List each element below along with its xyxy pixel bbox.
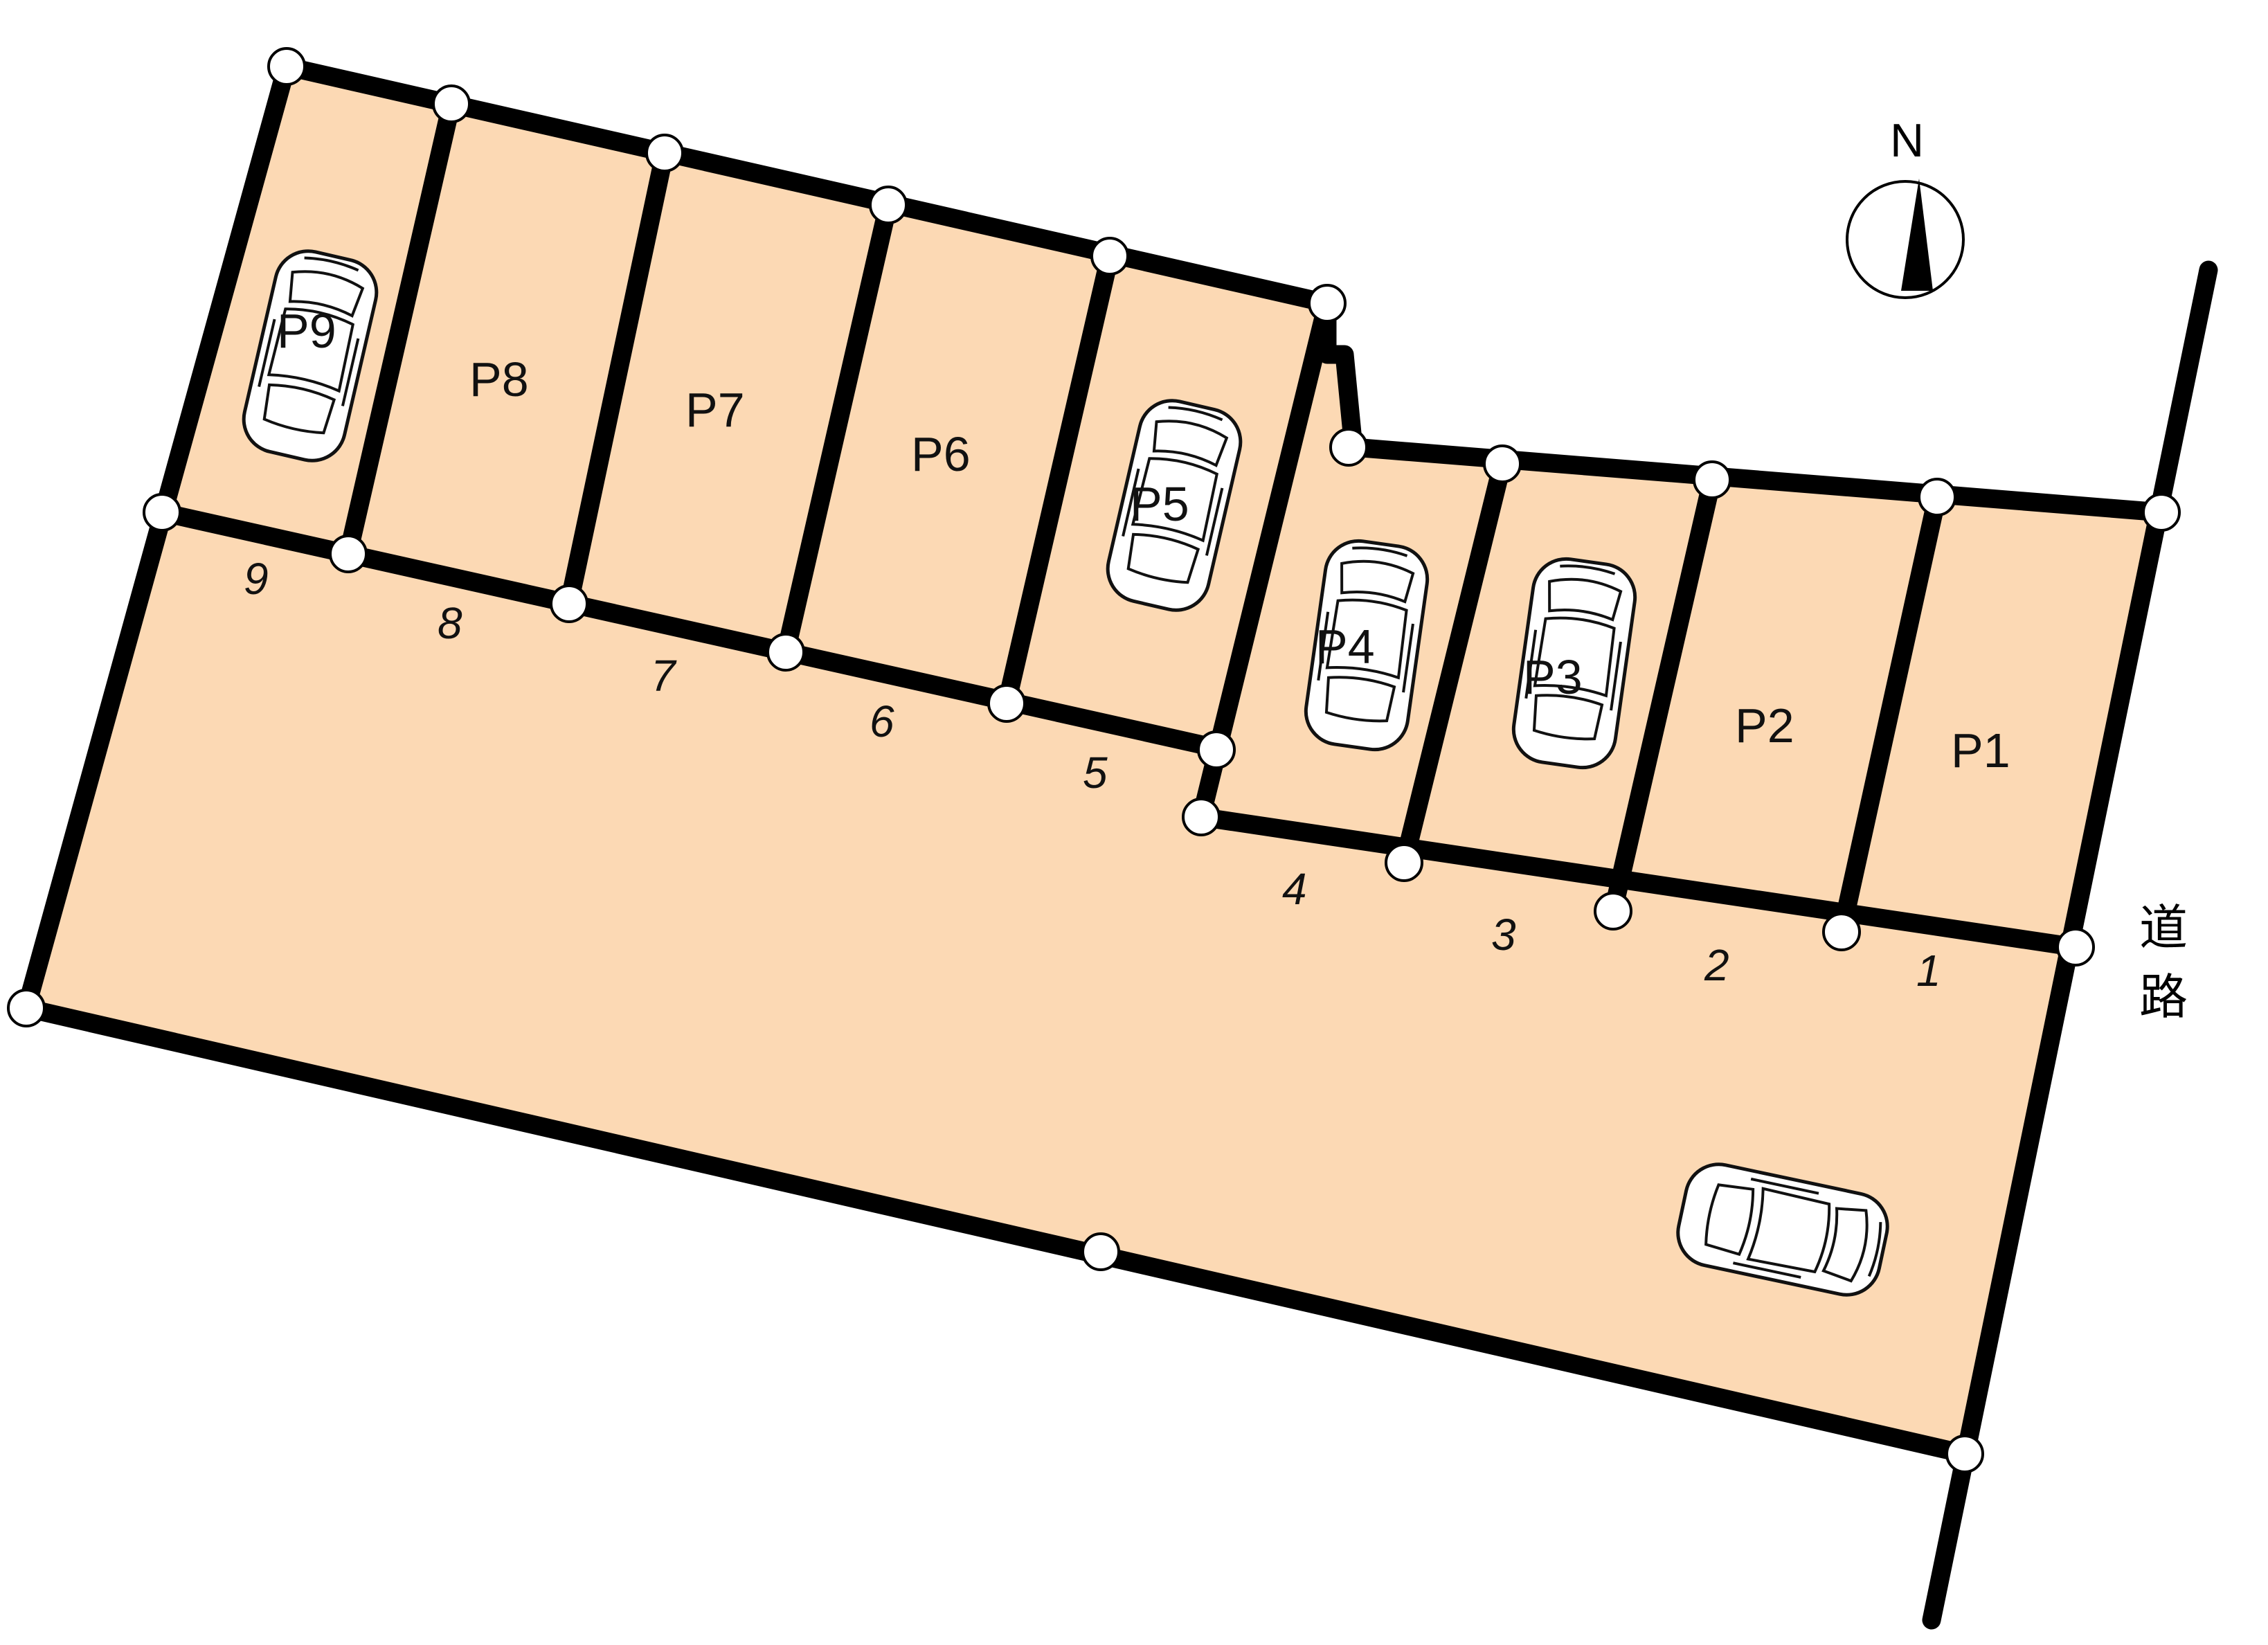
boundary-marker-icon [143, 493, 181, 532]
boundary-marker-icon [1081, 1232, 1120, 1271]
boundary-marker-icon [267, 47, 306, 86]
north-compass: N [1846, 114, 1965, 299]
boundary-markers [7, 47, 2181, 1473]
road-label-line2: 路 [2139, 969, 2188, 1025]
boundary-marker-icon [869, 186, 908, 224]
boundary-marker-icon [329, 534, 368, 573]
compass-label: N [1890, 114, 1924, 167]
space-number-6: 6 [870, 696, 894, 746]
space-label-p5: P5 [1130, 477, 1189, 531]
boundary-marker-icon [1329, 428, 1368, 467]
space-number-1: 1 [1916, 946, 1941, 996]
boundary-marker-icon [550, 584, 588, 623]
boundary-marker-icon [1182, 798, 1221, 836]
boundary-marker-icon [1693, 460, 1731, 499]
space-label-p6: P6 [911, 427, 971, 481]
space-number-8: 8 [438, 598, 462, 648]
space-number-9: 9 [244, 554, 269, 604]
lot-area [26, 66, 2161, 1454]
compass-circle [1846, 180, 1965, 299]
space-number-4: 4 [1282, 864, 1307, 914]
compass-arrow-icon [1901, 179, 1933, 291]
space-label-p7: P7 [685, 383, 745, 437]
boundary-marker-icon [1594, 892, 1632, 931]
boundary-marker-icon [1822, 913, 1861, 951]
space-number-7: 7 [651, 651, 677, 701]
boundary-marker-icon [7, 989, 46, 1027]
boundary-marker-icon [987, 684, 1026, 723]
space-label-p8: P8 [469, 352, 529, 406]
space-number-3: 3 [1491, 910, 1516, 960]
space-label-p2: P2 [1735, 699, 1794, 753]
space-number-5: 5 [1083, 748, 1108, 798]
space-label-p3: P3 [1523, 650, 1583, 704]
boundary-marker-icon [766, 633, 805, 672]
space-label-p1: P1 [1951, 723, 2010, 777]
lower-stall-lines [1191, 454, 2085, 957]
space-number-2: 2 [1704, 940, 1729, 990]
space-label-p4: P4 [1315, 620, 1375, 674]
boundary-marker-icon [1197, 730, 1236, 769]
space-label-p9: P9 [277, 304, 336, 358]
boundary-marker-icon [645, 134, 684, 172]
boundary-marker-icon [1945, 1435, 1984, 1473]
boundary-marker-icon [1090, 237, 1129, 276]
boundary-marker-icon [1918, 478, 1956, 516]
boundary-marker-icon [1483, 444, 1522, 483]
boundary-marker-icon [1385, 843, 1423, 882]
boundary-marker-icon [2056, 928, 2095, 967]
road-label-line1: 道 [2139, 899, 2188, 956]
boundary-marker-icon [432, 84, 471, 123]
boundary-marker-icon [1308, 284, 1347, 323]
boundary-marker-icon [2142, 493, 2181, 532]
